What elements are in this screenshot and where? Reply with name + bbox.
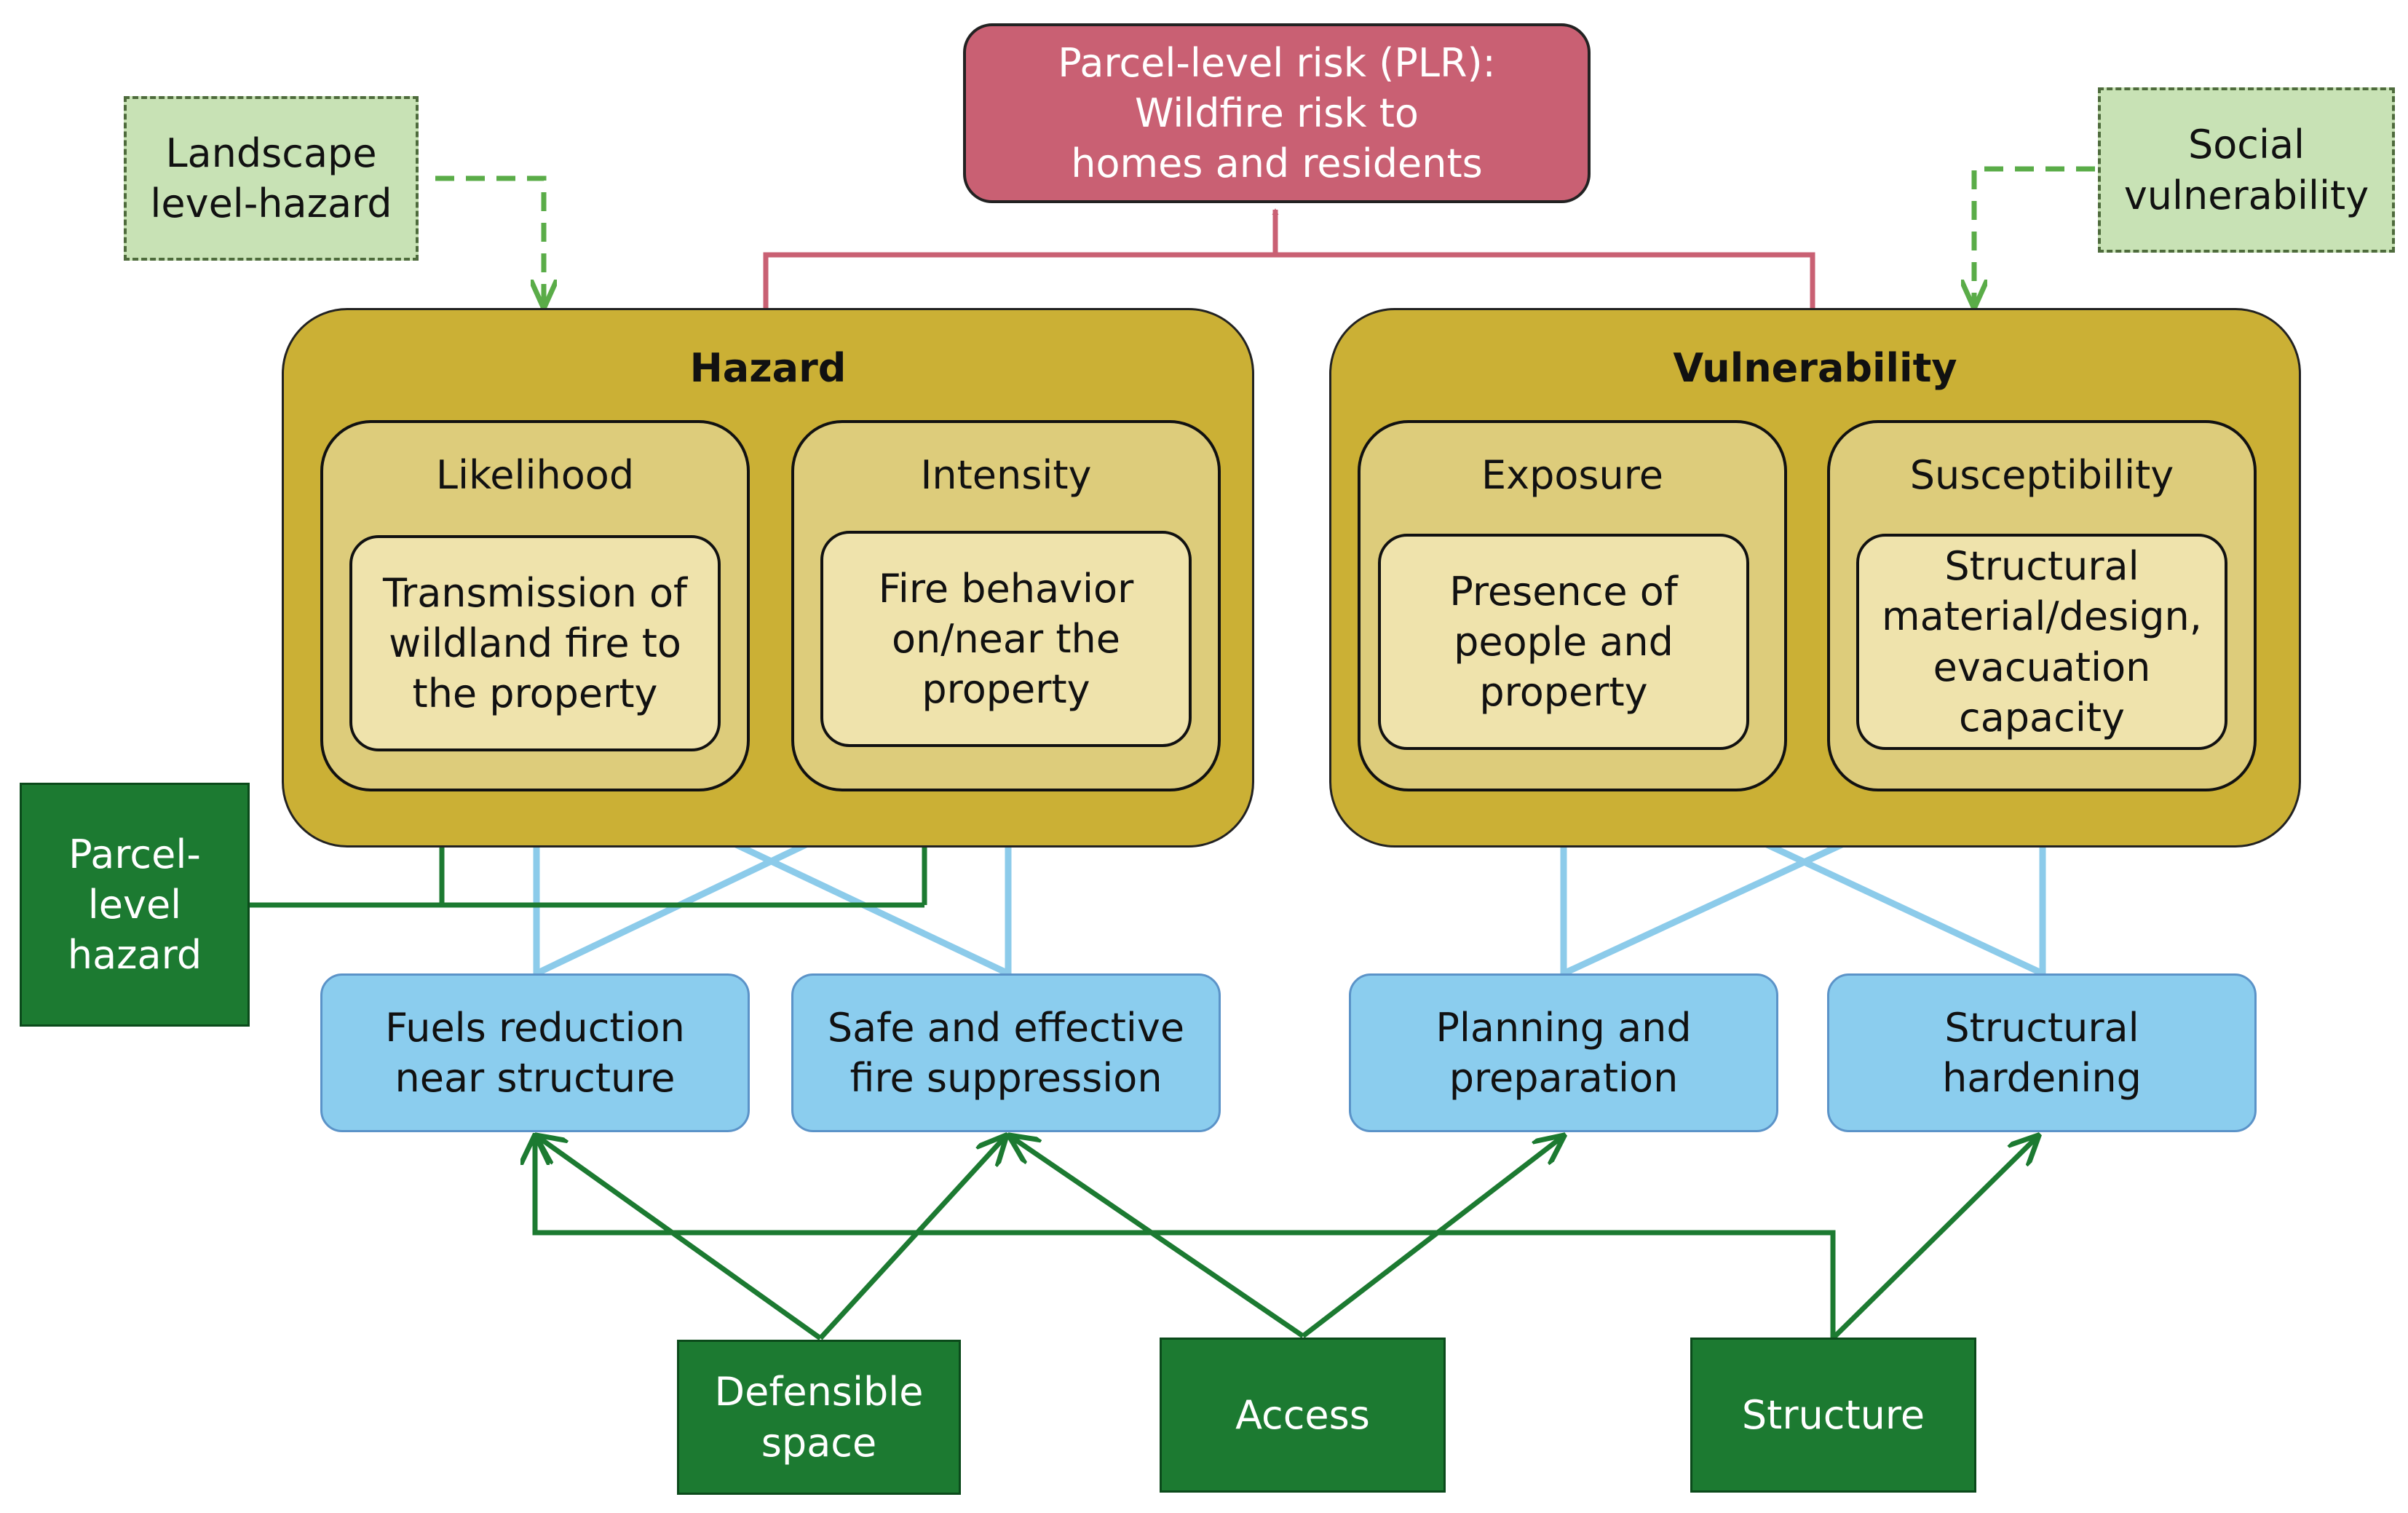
defensible-space-label: Defensible space: [714, 1369, 924, 1466]
parcel-level-risk-label: Parcel-level risk (PLR): Wildfire risk t…: [1058, 39, 1496, 187]
fire-suppression-label: Safe and effective fire suppression: [827, 1004, 1185, 1101]
access-to-planning-arrow: [1301, 1136, 1564, 1338]
fuels-reduction-box: Fuels reduction near structure: [320, 973, 750, 1132]
likelihood-description: Transmission of wildland fire to the pro…: [382, 569, 688, 717]
planning-preparation-label: Planning and preparation: [1435, 1004, 1692, 1101]
likelihood-title: Likelihood: [435, 452, 635, 498]
social-vulnerability-label: Social vulnerability: [2123, 122, 2369, 218]
parcel-level-hazard-label: Parcel- level hazard: [67, 831, 202, 979]
access-label: Access: [1235, 1391, 1370, 1438]
social-vulnerability-box: Social vulnerability: [2098, 87, 2395, 253]
intensity-description-box: Fire behavior on/near the property: [820, 531, 1192, 747]
likelihood-description-box: Transmission of wildland fire to the pro…: [349, 535, 721, 751]
intensity-description: Fire behavior on/near the property: [878, 565, 1134, 713]
susceptibility-description-box: Structural material/design, evacuation c…: [1856, 534, 2227, 750]
defensible-to-fuels-arrow: [536, 1136, 823, 1340]
planning-preparation-box: Planning and preparation: [1349, 973, 1778, 1132]
intensity-title: Intensity: [920, 452, 1092, 498]
susceptibility-description: Structural material/design, evacuation c…: [1882, 543, 2202, 740]
exposure-description-box: Presence of people and property: [1378, 534, 1749, 750]
parcel-level-risk-box: Parcel-level risk (PLR): Wildfire risk t…: [963, 23, 1591, 203]
hazard-title: Hazard: [689, 345, 847, 391]
landscape-to-hazard-arrow: [435, 175, 544, 306]
structure-to-fuels-arrow: [535, 1136, 1836, 1338]
exposure-description: Presence of people and property: [1449, 568, 1678, 716]
defensible-to-suppression-arrow: [818, 1136, 1006, 1340]
vulnerability-title: Vulnerability: [1673, 345, 1957, 391]
fire-suppression-box: Safe and effective fire suppression: [791, 973, 1221, 1132]
access-to-suppression-arrow: [1010, 1136, 1304, 1338]
structure-label: Structure: [1741, 1391, 1925, 1438]
susceptibility-title: Susceptibility: [1909, 452, 2174, 498]
parcel-level-hazard-box: Parcel- level hazard: [20, 783, 250, 1027]
landscape-level-hazard-box: Landscape level-hazard: [124, 96, 419, 261]
access-box: Access: [1160, 1338, 1446, 1493]
hazard-to-risk-connector: [763, 252, 1815, 308]
defensible-space-box: Defensible space: [677, 1340, 961, 1495]
fuels-reduction-label: Fuels reduction near structure: [385, 1004, 685, 1101]
structural-hardening-label: Structural hardening: [1942, 1004, 2142, 1101]
social-to-vulnerability-arrow: [1974, 166, 2095, 306]
landscape-level-hazard-label: Landscape level-hazard: [150, 130, 392, 226]
structure-to-hardening-arrow: [1831, 1136, 2038, 1340]
structural-hardening-box: Structural hardening: [1827, 973, 2257, 1132]
exposure-title: Exposure: [1481, 452, 1663, 498]
structure-box: Structure: [1690, 1338, 1976, 1493]
